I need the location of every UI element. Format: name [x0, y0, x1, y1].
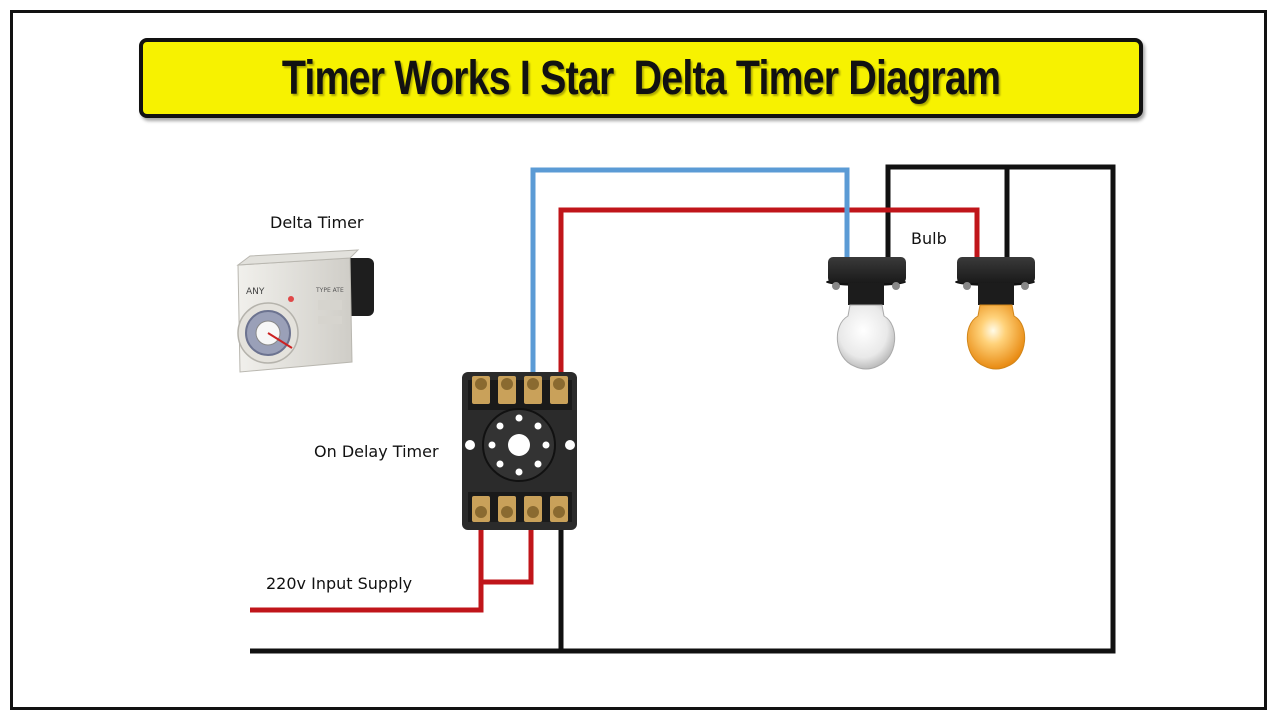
socket-pin-holes — [488, 414, 550, 476]
bottom-terminals — [472, 496, 568, 522]
red-phase-wires — [250, 207, 980, 613]
delta-timer-device: ANY TYPE ATE — [236, 249, 374, 373]
top-terminals — [472, 376, 568, 404]
bulb-off — [826, 257, 906, 370]
supply-phase-wire — [250, 518, 484, 613]
timer-type-mark: TYPE ATE — [315, 287, 344, 294]
title-banner: Timer Works I Star Delta Timer Diagram — [139, 38, 1143, 118]
delta-timer-label: Delta Timer — [270, 213, 364, 232]
supply-loop-wire — [481, 518, 534, 585]
bulb-on — [955, 257, 1035, 370]
neutral-bottom-wire — [250, 164, 1116, 654]
on-delay-timer-label: On Delay Timer — [314, 442, 439, 461]
timer-output-red-wire — [558, 207, 980, 386]
diagram-title: Timer Works I Star Delta Timer Diagram — [281, 51, 1001, 105]
black-neutral-wires — [250, 164, 1116, 654]
input-supply-label: 220v Input Supply — [266, 574, 413, 593]
on-delay-timer-socket — [462, 372, 577, 530]
blue-wire — [530, 167, 850, 386]
timer-output-blue-wire — [530, 167, 850, 386]
bulb-label: Bulb — [911, 229, 947, 248]
timer-brand-mark: ANY — [246, 287, 265, 297]
diagram-frame — [10, 10, 1267, 710]
